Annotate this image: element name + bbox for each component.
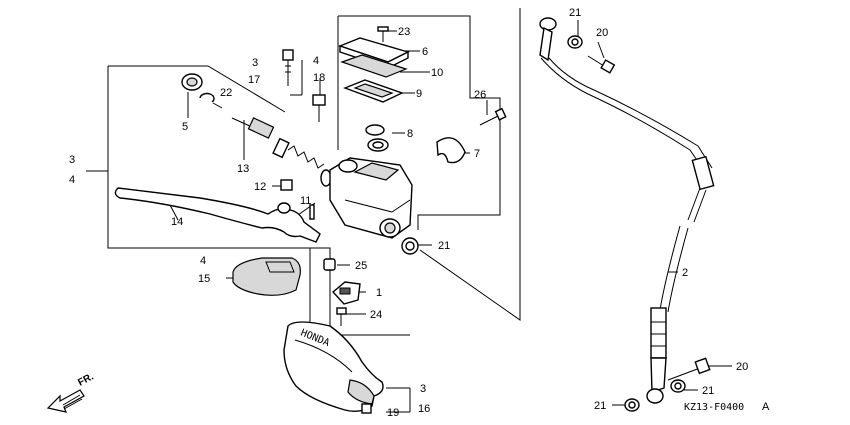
- callout-19: 19: [387, 407, 399, 419]
- screw-23: [377, 26, 389, 42]
- diagram-code: KZ13-F0400: [684, 402, 744, 413]
- callout-3-left: 3: [69, 154, 75, 166]
- callout-3-top: 3: [252, 57, 258, 69]
- callout-20-top: 20: [596, 27, 608, 39]
- callout-15: 15: [198, 273, 210, 285]
- plate-10: [340, 54, 408, 78]
- callout-4-top: 4: [313, 55, 319, 67]
- callout-10: 10: [431, 67, 443, 79]
- callout-21-top: 21: [569, 7, 581, 19]
- callout-9: 9: [416, 88, 422, 100]
- washer-21-top: [567, 35, 583, 49]
- callout-3-guard: 3: [420, 383, 426, 395]
- callout-12: 12: [254, 181, 266, 193]
- callout-20-bottom: 20: [736, 361, 748, 373]
- callout-4-left: 4: [69, 174, 75, 186]
- callout-23: 23: [398, 26, 410, 38]
- callout-24: 24: [370, 309, 382, 321]
- callout-1: 1: [376, 287, 382, 299]
- diagram-suffix: A: [762, 401, 770, 413]
- callout-21-lower-left: 21: [594, 400, 606, 412]
- piston-set-13: [231, 117, 332, 187]
- callout-18: 18: [313, 72, 325, 84]
- front-arrow-icon: [46, 389, 85, 413]
- callout-17: 17: [248, 74, 260, 86]
- screw-24: [336, 307, 347, 326]
- brake-lever-14: [114, 187, 321, 243]
- nut-18: [312, 94, 326, 122]
- hand-guard-16: HONDA: [283, 321, 384, 413]
- o-rings-8: [365, 124, 389, 152]
- boot-5: [181, 73, 203, 91]
- master-cylinder-body: [329, 157, 413, 239]
- holder-7: [436, 137, 466, 164]
- callout-11: 11: [300, 195, 311, 207]
- washer-21-lower-left: [624, 398, 640, 412]
- leader-lines: [169, 20, 732, 406]
- grommet-25: [323, 258, 336, 271]
- pin-11: [309, 204, 315, 220]
- front-marker: FR.: [76, 371, 96, 388]
- washer-21-body: [401, 237, 419, 255]
- bolt-20-top: [587, 55, 616, 74]
- washer-21-lower-right: [670, 379, 686, 393]
- screw-19: [361, 403, 372, 414]
- callout-22: 22: [220, 87, 232, 99]
- pivot-bolt-17: [282, 49, 294, 86]
- callout-21-lower-right: 21: [702, 385, 714, 397]
- callout-labels: 23 6 10 9 8 7 26 3 17 4 18 22 5 13 12 11…: [69, 7, 748, 419]
- callout-4-cover: 4: [200, 255, 206, 267]
- callout-5: 5: [182, 121, 188, 133]
- callout-26: 26: [474, 89, 486, 101]
- brake-hose-2: [539, 17, 715, 404]
- bolt-20-bottom: [667, 357, 711, 381]
- callout-21-body: 21: [438, 240, 450, 252]
- circlip-22: [199, 92, 215, 103]
- bushing-12: [280, 179, 293, 191]
- cover-15: [232, 257, 301, 296]
- callout-14: 14: [171, 216, 183, 228]
- switch-1: [331, 281, 361, 305]
- assembly-frame: [86, 8, 521, 413]
- callout-16: 16: [418, 403, 430, 415]
- bolt-26: [479, 107, 507, 126]
- callout-2: 2: [682, 267, 688, 279]
- callout-25: 25: [355, 260, 367, 272]
- callout-6: 6: [422, 46, 428, 58]
- diaphragm-9: [343, 79, 404, 103]
- callout-7: 7: [474, 148, 480, 160]
- callout-13: 13: [237, 163, 249, 175]
- callout-8: 8: [407, 128, 413, 140]
